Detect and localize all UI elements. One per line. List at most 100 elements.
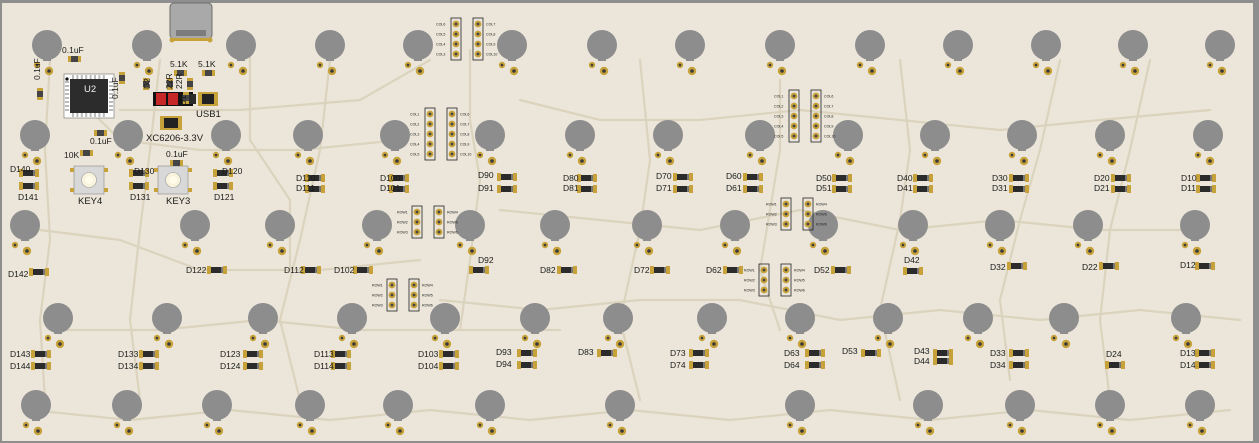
usb-label: USB1 <box>196 109 221 120</box>
diode-label: D83 <box>578 347 594 357</box>
diode: D103 <box>418 349 459 359</box>
key-switch-footprint <box>403 30 433 76</box>
header-pin-label: ROW1 <box>372 284 383 288</box>
diode: D141 <box>18 182 39 202</box>
key-switch-footprint <box>1031 30 1061 76</box>
mcu-chip <box>63 73 115 119</box>
diode-label: D74 <box>670 360 686 370</box>
diode: D21 <box>1094 183 1131 193</box>
key-switch-footprint <box>1095 390 1125 436</box>
passive-label: 0.1uF <box>62 45 84 55</box>
key-switch-footprint <box>913 390 943 436</box>
header-pin-label: COL9 <box>824 125 833 129</box>
diode-label: D121 <box>214 192 235 202</box>
diode: D32 <box>990 262 1027 272</box>
diode: D52 <box>814 265 851 275</box>
diode: D44 <box>914 356 953 366</box>
diode: D92 <box>469 255 494 274</box>
diode-label: D82 <box>540 265 556 275</box>
passive-component: D1 <box>178 92 189 106</box>
diode-label: D102 <box>334 265 355 275</box>
diode-label: D42 <box>904 255 920 265</box>
key-switch-footprint <box>43 303 73 349</box>
diode-label: D12 <box>1180 260 1196 270</box>
diode-label: D30 <box>992 173 1008 183</box>
header-pin-label: ROW4 <box>422 284 433 288</box>
header-pin-label: COL1 <box>774 95 783 99</box>
diode-label: D50 <box>816 173 832 183</box>
diode-label: D64 <box>784 360 800 370</box>
key-switch-footprint <box>1193 120 1223 166</box>
usb-c-connector <box>169 2 213 43</box>
header-pin-label: ROW3 <box>744 289 755 293</box>
diode-label: D103 <box>418 349 439 359</box>
diode-label: D14 <box>1180 360 1196 370</box>
diode-label: D134 <box>118 361 139 371</box>
passive-component: 22R <box>174 73 193 90</box>
key-switch-footprint <box>475 120 505 166</box>
passive-component: 5.1K <box>170 59 188 76</box>
header-pin-label: ROW5 <box>447 221 458 225</box>
pin-header: COL1COL2COL3COL4COL5COL6COL7COL8COL9COL1… <box>410 107 471 161</box>
key-switch-footprint <box>132 30 162 76</box>
key-switch-footprint <box>765 30 795 76</box>
diode: D13 <box>1180 348 1215 358</box>
diode-label: D22 <box>1082 262 1098 272</box>
diode: D91 <box>478 183 517 193</box>
diode-label: D32 <box>990 262 1006 272</box>
header-pin-label: ROW3 <box>397 231 408 235</box>
diode-label: D114 <box>314 361 334 371</box>
diode-label: D51 <box>816 183 832 193</box>
key-switch-footprint <box>720 210 750 256</box>
header-pin-label: ROW4 <box>794 269 805 273</box>
diode: D142 <box>8 268 49 279</box>
key-switch-footprint <box>873 303 903 349</box>
header-pin-label: ROW1 <box>766 203 777 207</box>
diode: D93 <box>496 347 537 357</box>
header-pin-label: COL4 <box>410 143 419 147</box>
diode: D123 <box>220 349 263 359</box>
diode-label: D41 <box>897 183 913 193</box>
regulator-label: XC6206-3.3V <box>146 133 204 144</box>
passive-label: 0.1uF <box>166 149 188 159</box>
key-switch-footprint <box>963 303 993 349</box>
key-switch-footprint <box>21 390 51 436</box>
header-pin-label: ROW2 <box>397 221 408 225</box>
diode-label: D62 <box>706 265 722 275</box>
header-pin-label: COL4 <box>436 43 445 47</box>
key-switch-footprint <box>1185 390 1215 436</box>
diode: D22 <box>1082 262 1119 272</box>
header-pin-label: COL6 <box>460 113 469 117</box>
diode: D81 <box>563 183 597 193</box>
diode-label: D124 <box>220 361 241 371</box>
key-switch-footprint <box>180 210 210 256</box>
diode-label: D71 <box>656 183 672 193</box>
key-switch-footprint <box>898 210 928 256</box>
passive-label: 22R <box>164 73 174 89</box>
header-pin-label: ROW1 <box>744 269 755 273</box>
ic-label: U2 <box>84 84 96 95</box>
diode-label: D80 <box>563 173 579 183</box>
diode-label: D70 <box>656 171 672 181</box>
key-switch-footprint <box>32 30 62 76</box>
diode: D122 <box>186 265 227 275</box>
passive-label: D2 <box>142 78 152 89</box>
key-switch-footprint <box>1049 303 1079 349</box>
diode: D124 <box>220 361 263 371</box>
diode: D120 <box>213 166 243 177</box>
diode-label: D141 <box>18 192 39 202</box>
key-switch-footprint <box>202 390 232 436</box>
passive-component: 10K <box>64 150 93 160</box>
diode: D101 <box>380 183 409 193</box>
diode: D40 <box>897 173 933 183</box>
diode-label: D144 <box>10 361 31 371</box>
passive-component: 22R <box>164 73 174 90</box>
key-switch-footprint <box>1073 210 1103 256</box>
header-pin-label: COL6 <box>436 23 445 27</box>
passive-component: 0.1uF <box>110 72 125 99</box>
passive-label: 0.1uF <box>90 136 112 146</box>
key-switch-footprint <box>113 120 143 166</box>
